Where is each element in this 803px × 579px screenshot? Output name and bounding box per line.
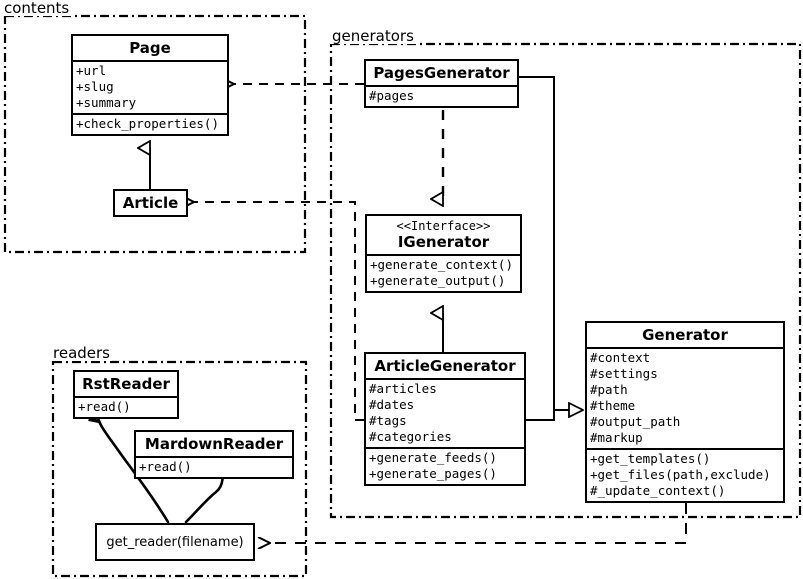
attribute: +slug xyxy=(76,79,114,94)
rel-articlegenerator-depends-article xyxy=(194,202,364,421)
class-operations-rstreader: +read() xyxy=(75,396,177,417)
class-stereotype-igenerator: <<Interface>> xyxy=(396,219,491,233)
class-name-generator: Generator xyxy=(642,326,728,344)
class-box-article[interactable]: Article xyxy=(113,189,188,217)
class-box-igenerator[interactable]: <<Interface>> IGenerator +generate_conte… xyxy=(365,214,522,293)
class-operations-articlegenerator: +generate_feeds() +generate_pages() xyxy=(366,447,524,484)
operation: +read() xyxy=(139,459,192,474)
attribute: #articles xyxy=(369,381,437,396)
class-name-igenerator: IGenerator xyxy=(397,233,490,251)
class-name-article: Article xyxy=(122,194,179,212)
class-name-page: Page xyxy=(129,39,171,57)
class-attributes-generator: #context #settings #path #theme #output_… xyxy=(587,347,783,448)
attribute: #pages xyxy=(369,88,415,103)
class-operations-mardownreader: +read() xyxy=(136,456,292,477)
class-attributes-page: +url +slug +summary xyxy=(73,60,227,113)
class-box-rstreader[interactable]: RstReader +read() xyxy=(73,370,179,419)
package-label-contents: contents xyxy=(2,0,72,17)
rel-articlegenerator-generalizes-generator xyxy=(526,410,583,421)
attribute: #markup xyxy=(590,430,643,445)
class-box-mardownreader[interactable]: MardownReader +read() xyxy=(134,430,294,479)
attribute: #context xyxy=(590,350,651,365)
attribute: #path xyxy=(590,382,628,397)
class-name-mardownreader: MardownReader xyxy=(144,435,284,453)
rel-generator-depends-getreader xyxy=(270,503,687,543)
class-box-pagesgenerator[interactable]: PagesGenerator #pages xyxy=(364,59,519,108)
class-operations-page: +check_properties() xyxy=(73,113,227,134)
function-label-get-reader: get_reader(filename) xyxy=(106,534,244,550)
attribute: +url xyxy=(76,63,107,78)
attribute: +summary xyxy=(76,95,137,110)
attribute: #settings xyxy=(590,366,658,381)
class-box-page[interactable]: Page +url +slug +summary +check_properti… xyxy=(71,34,229,136)
class-box-generator[interactable]: Generator #context #settings #path #them… xyxy=(585,321,785,503)
operation: #_update_context() xyxy=(590,483,726,498)
operation: +generate_feeds() xyxy=(369,450,497,465)
class-attributes-pagesgenerator: #pages xyxy=(366,85,517,106)
class-name-rstreader: RstReader xyxy=(82,375,170,393)
package-label-generators: generators xyxy=(330,27,416,45)
operation: +generate_context() xyxy=(370,257,513,272)
class-box-articlegenerator[interactable]: ArticleGenerator #articles #dates #tags … xyxy=(364,352,526,486)
attribute: #theme xyxy=(590,398,636,413)
attribute: #tags xyxy=(369,413,407,428)
operation: +check_properties() xyxy=(76,116,219,131)
operation: +generate_pages() xyxy=(369,466,497,481)
package-label-readers: readers xyxy=(51,344,112,362)
attribute: #categories xyxy=(369,429,452,444)
class-attributes-articlegenerator: #articles #dates #tags #categories xyxy=(366,378,524,447)
function-box-get-reader[interactable]: get_reader(filename) xyxy=(95,523,255,561)
class-name-articlegenerator: ArticleGenerator xyxy=(374,357,516,375)
attribute: #output_path xyxy=(590,414,681,429)
class-operations-igenerator: +generate_context() +generate_output() xyxy=(367,254,520,291)
attribute: #dates xyxy=(369,397,415,412)
class-operations-generator: +get_templates() +get_files(path,exclude… xyxy=(587,448,783,501)
operation: +generate_output() xyxy=(370,273,506,288)
class-name-pagesgenerator: PagesGenerator xyxy=(373,64,510,82)
operation: +get_templates() xyxy=(590,451,711,466)
operation: +get_files(path,exclude) xyxy=(590,467,771,482)
operation: +read() xyxy=(78,399,131,414)
